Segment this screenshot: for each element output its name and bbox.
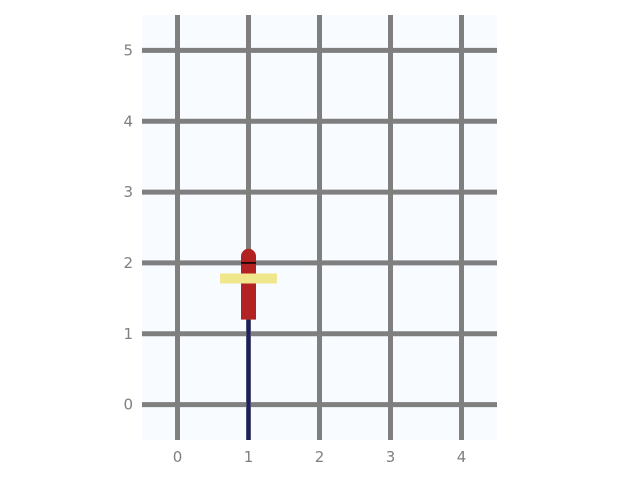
chart-marks (220, 248, 277, 440)
sword-crossbar (220, 273, 277, 284)
y-tick-label: 3 (123, 183, 133, 201)
y-tick-label: 2 (123, 254, 133, 272)
x-tick-label: 1 (244, 448, 254, 466)
y-tick-label: 0 (123, 396, 133, 414)
y-tick-label: 4 (123, 112, 133, 130)
x-tick-label: 0 (173, 448, 183, 466)
x-tick-label: 4 (457, 448, 467, 466)
y-tick-label: 5 (123, 41, 133, 59)
grid (142, 15, 497, 440)
x-tick-label: 2 (315, 448, 325, 466)
x-tick-label: 3 (386, 448, 396, 466)
x-axis-ticks: 0 1 2 3 4 (173, 448, 467, 466)
sword-body (241, 262, 256, 320)
y-axis-ticks: 0 1 2 3 4 5 (123, 41, 133, 413)
y-tick-label: 1 (123, 325, 133, 343)
sword-tip (241, 248, 256, 263)
